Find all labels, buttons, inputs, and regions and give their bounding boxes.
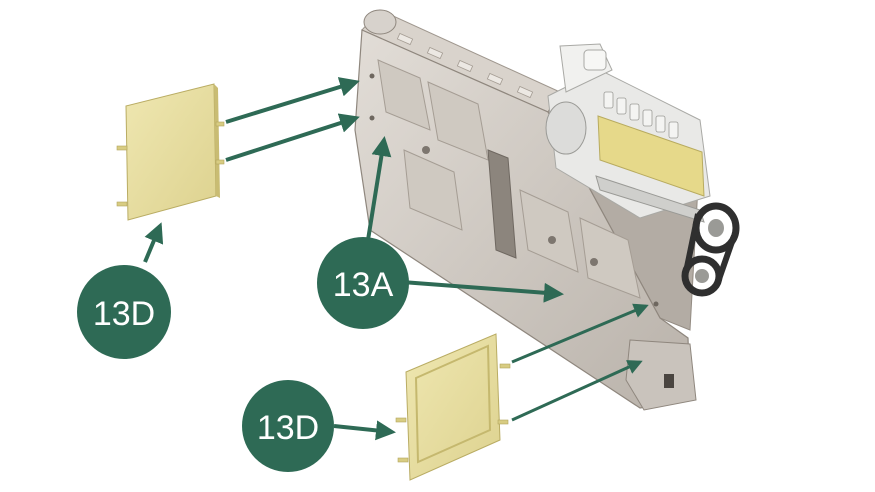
belt-drive xyxy=(681,202,740,297)
arrow-bottom-panel-lower-pin xyxy=(511,360,643,422)
callout-13d-top-left: 13D xyxy=(77,265,171,359)
callout-label: 13A xyxy=(333,266,394,304)
arrow-panel-upper-pin xyxy=(225,77,360,124)
injection-pump xyxy=(545,43,711,223)
callout-label: 13D xyxy=(257,409,319,447)
cover-panel-top-left xyxy=(116,83,225,221)
pointer-arrows xyxy=(143,77,649,441)
cover-panel-bottom-right xyxy=(395,333,511,481)
arrow-bottom-panel-upper-pin xyxy=(511,303,649,364)
callout-label: 13D xyxy=(93,295,155,333)
arrow-13d-bottom-to-panel xyxy=(333,420,396,441)
arrow-13d-top-to-panel xyxy=(143,222,164,263)
arrow-block-upper xyxy=(366,136,392,241)
callout-13d-bottom: 13D xyxy=(242,380,334,472)
callout-13a: 13A xyxy=(317,237,409,329)
arrow-panel-lower-pin xyxy=(225,113,360,162)
arrow-block-lower xyxy=(401,280,564,303)
